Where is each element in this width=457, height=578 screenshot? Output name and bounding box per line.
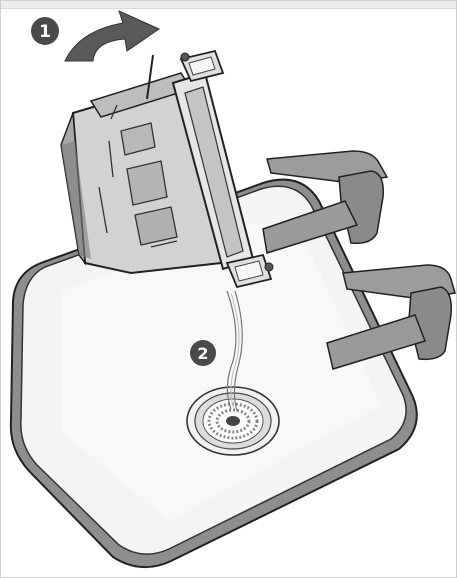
drain bbox=[187, 387, 279, 455]
curved-arrow-icon bbox=[65, 11, 159, 61]
step-1-number: 1 bbox=[39, 22, 51, 42]
step-2-badge: 2 bbox=[190, 340, 216, 366]
water-container bbox=[61, 51, 273, 287]
step-1-badge: 1 bbox=[31, 17, 59, 45]
container-top-clip bbox=[181, 51, 223, 81]
step-2-number: 2 bbox=[197, 344, 208, 363]
